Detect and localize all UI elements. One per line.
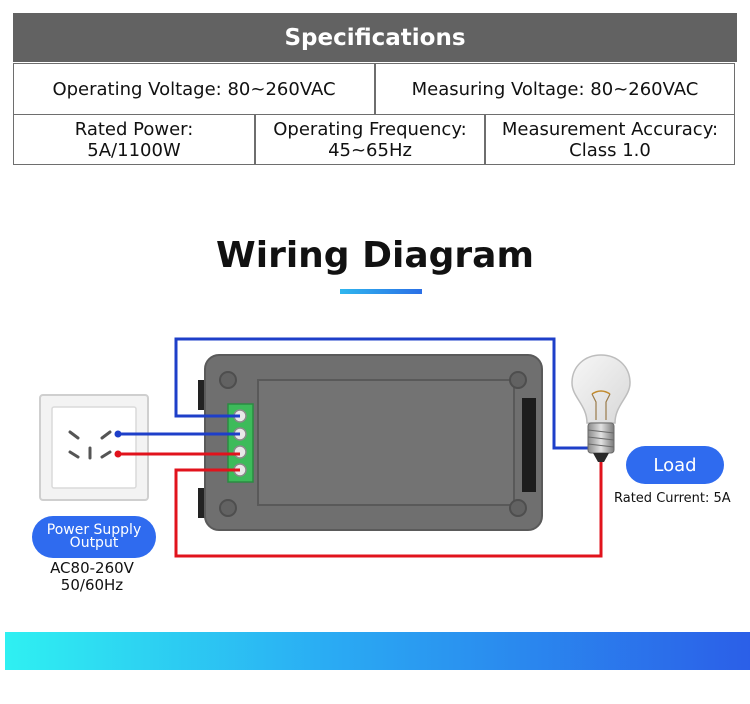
power-supply-label-line1: Power Supply [46,522,142,538]
operating-voltage-cell: Operating Voltage: 80~260VAC [14,64,376,114]
spec-row-2: Rated Power:5A/1100W Operating Frequency… [13,115,735,165]
specifications-header: Specifications [13,13,737,62]
power-supply-frequency: 50/60Hz [60,576,124,594]
measurement-accuracy-label: Measurement Accuracy: [501,118,719,140]
measurement-accuracy-value: Class 1.0 [569,139,651,161]
wiring-diagram [39,337,631,558]
operating-frequency-label: Operating Frequency: [273,118,467,140]
operating-frequency-value: 45~65Hz [328,139,412,161]
measuring-voltage-cell: Measuring Voltage: 80~260VAC [411,78,699,100]
live-wires [118,452,603,558]
meter-module [198,354,543,531]
power-supply-spec: AC80-260V 50/60Hz [30,560,154,594]
neutral-wires [118,337,590,450]
wall-socket-icon [39,394,149,501]
measurement-accuracy-cell: Measurement Accuracy:Class 1.0 [486,115,734,164]
rated-power-label: Rated Power: [74,118,194,140]
rated-power-value: 5A/1100W [87,139,181,161]
operating-frequency-cell: Operating Frequency:45~65Hz [256,115,486,164]
power-supply-voltage: AC80-260V [50,559,134,577]
light-bulb-icon [571,354,631,462]
wiring-diagram-title: Wiring Diagram [216,235,534,276]
bottom-gradient-bar [5,632,750,670]
load-badge: Load [626,446,724,484]
spec-row-1: Operating Voltage: 80~260VAC Measuring V… [13,63,735,115]
rated-power-cell: Rated Power:5A/1100W [14,115,256,164]
title-underline [340,289,422,294]
power-supply-output-badge: Power Supply Output [32,516,156,558]
rated-current-label: Rated Current: 5A [614,491,731,506]
power-supply-label-line2: Output [69,535,119,551]
